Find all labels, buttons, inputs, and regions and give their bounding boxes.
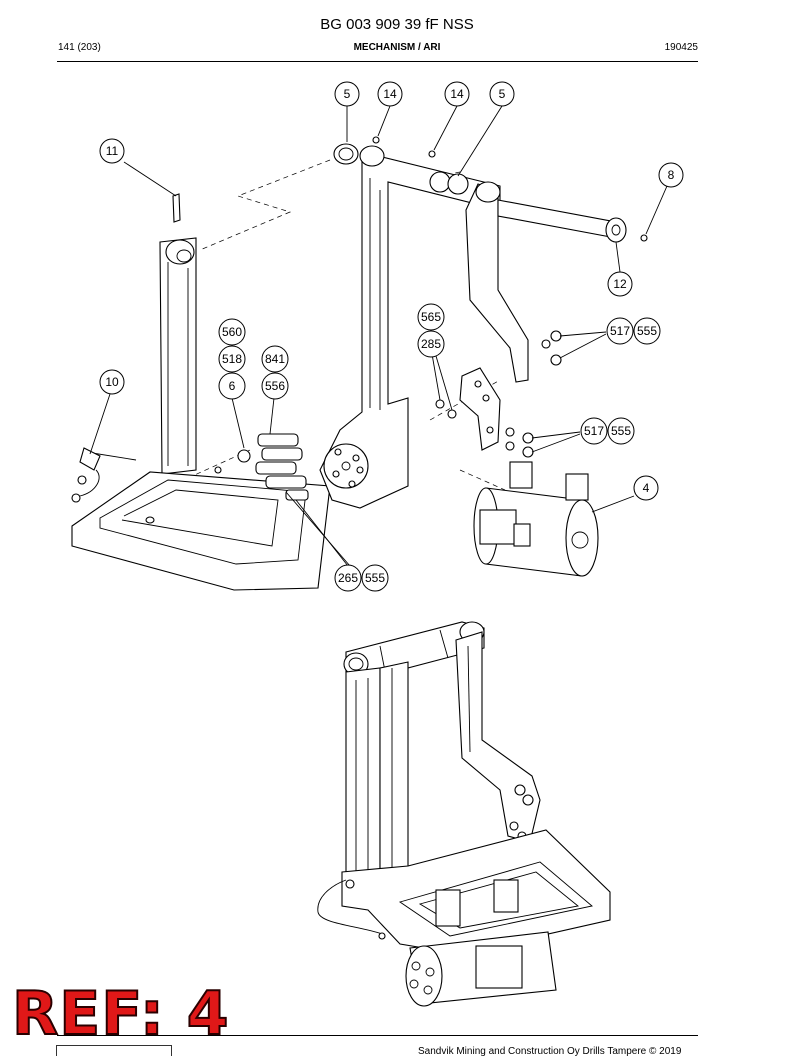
callout-555c: 555: [361, 564, 389, 592]
callout-555a: 555: [633, 317, 661, 345]
page-number: 141 (203): [58, 42, 101, 53]
footer-rule: [57, 1035, 698, 1036]
callout-6: 6: [218, 372, 246, 400]
callout-label: 555: [611, 424, 631, 438]
callout-label: 11: [106, 144, 119, 158]
callout-label: 5: [499, 87, 506, 101]
callout-8: 8: [658, 162, 684, 188]
callout-14b: 14: [444, 81, 470, 107]
callout-265: 265: [334, 564, 362, 592]
callout-label: 556: [265, 379, 285, 393]
callout-10: 10: [99, 369, 125, 395]
callout-5a: 5: [334, 81, 360, 107]
callout-label: 14: [383, 87, 397, 101]
callout-555b: 555: [607, 417, 635, 445]
callout-label: 8: [668, 168, 675, 182]
callout-label: 12: [613, 277, 627, 291]
callout-565: 565: [417, 303, 445, 331]
callout-518: 518: [218, 345, 246, 373]
section-title: MECHANISM / ARI: [353, 42, 441, 53]
callout-label: 517: [584, 424, 604, 438]
callout-label: 517: [610, 324, 630, 338]
revision-date: 190425: [664, 42, 698, 53]
callout-label: 10: [105, 375, 119, 389]
callout-11: 11: [99, 138, 125, 164]
callout-5b: 5: [489, 81, 515, 107]
header-rule: [57, 61, 698, 62]
callout-label: 560: [222, 325, 242, 339]
callout-560: 560: [218, 318, 246, 346]
callout-label: 518: [222, 352, 242, 366]
callout-517a: 517: [606, 317, 634, 345]
document-title: BG 003 909 39 fF NSS: [320, 16, 474, 33]
footer-copyright: Sandvik Mining and Construction Oy Drill…: [418, 1046, 682, 1057]
callout-label: 285: [421, 337, 441, 351]
ref-badge-underline: [56, 1045, 172, 1056]
callout-label: 555: [365, 571, 385, 585]
callout-556: 556: [261, 372, 289, 400]
callout-label: 4: [643, 481, 650, 495]
exploded-assembly: [71, 136, 648, 591]
assembled-view: [317, 621, 611, 1007]
cylinder-assembly: [473, 461, 599, 577]
ref-badge: REF: 4: [11, 979, 230, 1049]
callout-label: 6: [229, 379, 236, 393]
callout-label: 555: [637, 324, 657, 338]
callout-841: 841: [261, 345, 289, 373]
hydraulic-fittings: [255, 433, 309, 501]
callout-label: 14: [450, 87, 464, 101]
callout-leaders: [89, 105, 668, 567]
callout-label: 265: [338, 571, 358, 585]
callout-label: 565: [421, 310, 441, 324]
callout-285: 285: [417, 330, 445, 358]
callout-517b: 517: [580, 417, 608, 445]
callout-12: 12: [607, 271, 633, 297]
callout-14a: 14: [377, 81, 403, 107]
callout-label: 841: [265, 352, 285, 366]
callout-label: 5: [344, 87, 351, 101]
callout-4: 4: [633, 475, 659, 501]
